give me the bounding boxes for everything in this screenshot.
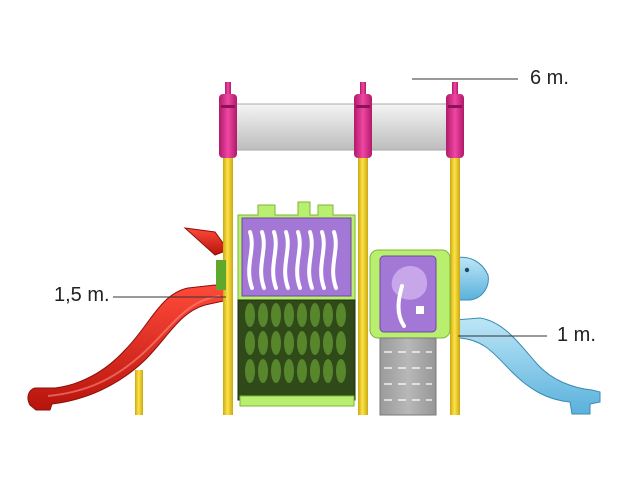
ramp <box>379 337 437 416</box>
post-cap-left <box>219 82 237 158</box>
leader-lines <box>113 78 547 337</box>
blue-slide <box>454 256 601 415</box>
post-cap-middle <box>354 82 372 158</box>
post-cap-right <box>446 82 464 158</box>
small-platform-height-label: 1 m. <box>557 324 596 346</box>
climbing-wall <box>237 299 356 407</box>
top-beam <box>227 103 459 151</box>
top-beam-height-label: 6 m. <box>530 67 569 89</box>
posts <box>216 150 460 415</box>
post-middle <box>358 150 368 415</box>
post-left <box>223 150 233 415</box>
post-right <box>450 150 460 415</box>
slide-platform-height-label: 1,5 m. <box>54 284 110 306</box>
post-caps <box>219 82 464 158</box>
red-slide-hood <box>183 227 229 256</box>
purple-panel <box>237 201 356 301</box>
blue-slide-hood <box>454 256 489 301</box>
red-slide <box>27 227 229 415</box>
red-slide-support <box>135 370 143 415</box>
tree-panel <box>369 249 451 339</box>
